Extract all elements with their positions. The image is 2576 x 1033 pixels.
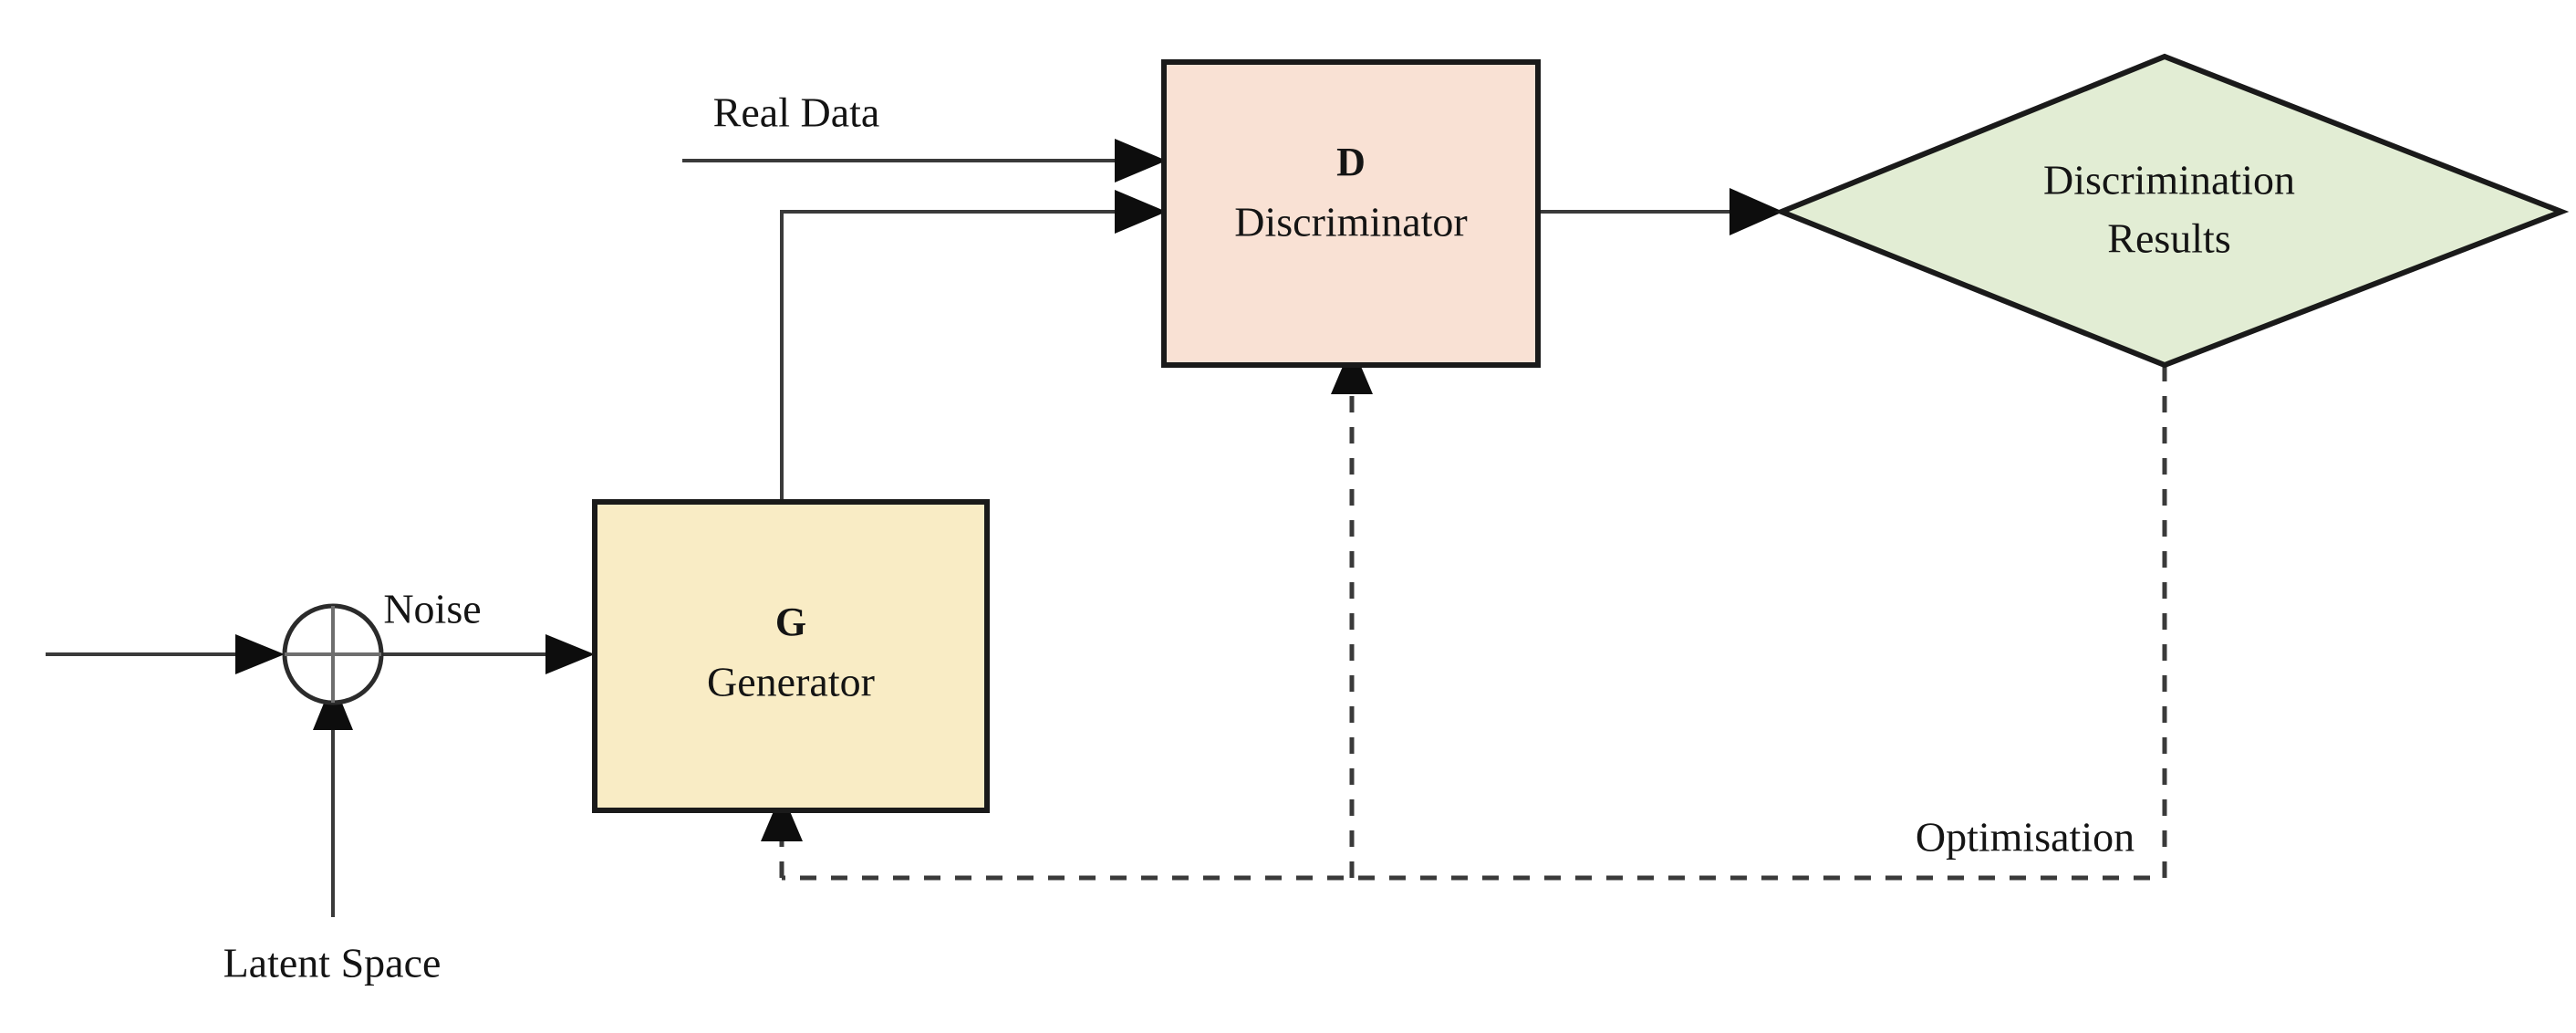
edge-latent-space-to-sum <box>313 681 353 917</box>
optimisation-to-discriminator-arrowhead-icon <box>1331 345 1373 394</box>
generator-box[interactable]: G Generator <box>592 499 990 813</box>
optimisation-label: Optimisation <box>1916 814 2135 861</box>
optimisation-to-generator-arrowhead-icon <box>761 792 803 841</box>
edge-generator-to-discriminator <box>780 190 1167 502</box>
discriminator-label: Discriminator <box>1234 199 1468 245</box>
real-data-arrowhead-icon <box>1115 139 1167 183</box>
generator-label: Generator <box>707 659 875 705</box>
optimisation-feedback-line <box>782 365 2167 881</box>
generator-symbol: G <box>775 600 806 644</box>
edge-optimisation-feedback <box>761 345 2167 881</box>
summation-node[interactable] <box>282 603 384 705</box>
results-label-line1: Discrimination <box>2043 157 2295 203</box>
discriminator-rect <box>1161 59 1541 368</box>
results-diamond-shape <box>1773 53 2570 369</box>
generator-to-discriminator-arrowhead-icon <box>1115 190 1167 234</box>
latent-space-arrowhead-icon <box>313 681 353 730</box>
generator-rect <box>592 499 990 813</box>
noise-label: Noise <box>383 586 481 632</box>
real-data-label: Real Data <box>713 89 880 136</box>
discriminator-symbol: D <box>1336 140 1366 184</box>
discriminator-to-results-arrowhead-icon <box>1729 188 1783 235</box>
generator-to-discriminator-line <box>780 210 1142 502</box>
edge-discriminator-to-results <box>1538 188 1783 235</box>
results-label-line2: Results <box>2107 215 2230 262</box>
discrimination-results-diamond[interactable]: Discrimination Results <box>1773 53 2570 369</box>
edge-noise-to-sum <box>46 634 285 674</box>
latent-space-label: Latent Space <box>223 940 441 986</box>
noise-arrowhead-icon <box>235 634 285 674</box>
edge-sum-to-generator <box>381 634 595 674</box>
discriminator-box[interactable]: D Discriminator <box>1161 59 1541 368</box>
edge-real-data-to-discriminator <box>682 139 1167 183</box>
sum-to-generator-arrowhead-icon <box>545 634 595 674</box>
